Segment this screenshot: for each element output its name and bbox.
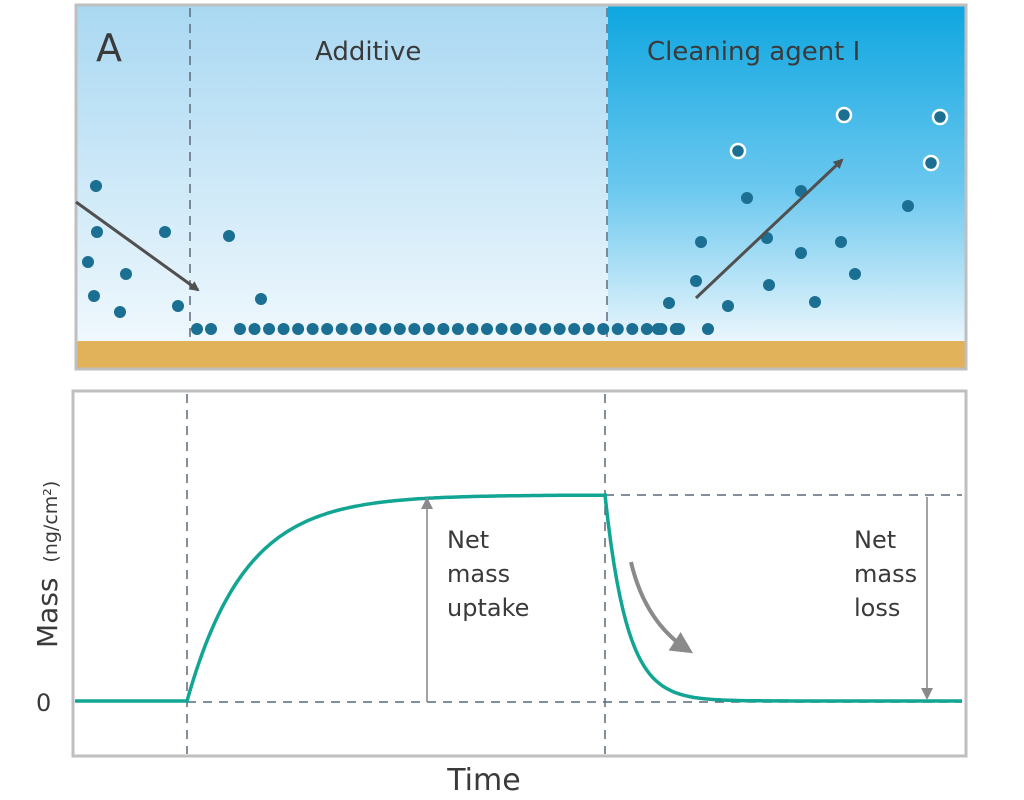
free-particle	[722, 300, 734, 312]
y-axis-unit: (ng/cm²)	[40, 481, 62, 563]
free-particle	[849, 268, 861, 280]
adsorbed-particle	[652, 323, 664, 335]
adsorbed-particle	[393, 323, 406, 335]
mass-trace	[75, 492, 962, 703]
stage-label-additive: Additive	[315, 37, 421, 67]
adsorbed-particle	[495, 323, 508, 335]
free-particle	[835, 236, 847, 248]
free-particle	[159, 226, 171, 238]
plot-frame	[71, 389, 968, 758]
annotation-net-mass-uptake: Net mass uptake	[447, 526, 529, 622]
free-particle	[91, 226, 103, 238]
svg-text:Mass (ng/cm²): Mass (ng/cm²)	[31, 481, 64, 648]
adsorbed-particle	[451, 323, 464, 335]
top-panel-border	[74, 3, 968, 371]
adsorbed-particle	[466, 323, 479, 335]
y-axis-label: Mass	[31, 578, 64, 649]
adsorbed-particle	[553, 323, 566, 335]
adsorbed-particle	[673, 323, 685, 335]
adsorbed-particle	[437, 323, 450, 335]
adsorbed-particle	[379, 323, 392, 335]
free-particle	[809, 296, 821, 308]
adsorbed-particle	[640, 323, 653, 335]
free-particle	[255, 293, 267, 305]
released-particle	[729, 142, 747, 160]
top-panel-cleaning-region	[608, 5, 966, 341]
free-particle	[690, 275, 702, 287]
adsorbed-particle	[702, 323, 714, 335]
released-particle	[931, 108, 949, 126]
adsorbed-particle	[306, 323, 319, 335]
free-particle	[663, 297, 675, 309]
free-particle	[90, 180, 102, 192]
free-particle	[223, 230, 235, 242]
adsorbed-particle	[408, 323, 421, 335]
adsorbed-particle	[292, 323, 305, 335]
adsorbed-particle	[422, 323, 435, 335]
panel-letter: A	[96, 26, 122, 70]
uptake-line-3: uptake	[447, 594, 529, 622]
adsorbed-particle	[568, 323, 581, 335]
adsorbed-particle	[510, 323, 523, 335]
loss-line-1: Net	[854, 526, 896, 554]
free-particle	[741, 192, 753, 204]
x-axis-label: Time	[446, 763, 520, 798]
adsorbed-particle	[321, 323, 334, 335]
adsorbed-particle	[611, 323, 624, 335]
decay-curve-arrow	[629, 561, 694, 654]
free-particle	[120, 268, 132, 280]
adsorbed-particle	[277, 323, 290, 335]
free-particle	[88, 290, 100, 302]
adsorbed-particle	[582, 323, 595, 335]
free-particle	[82, 256, 94, 268]
particles	[82, 106, 949, 335]
adsorbed-particle	[350, 323, 363, 335]
free-particle	[172, 300, 184, 312]
top-panel-sky	[76, 5, 608, 341]
bottom-panel: Net mass uptake Net mass loss Mass (ng/c…	[31, 389, 968, 798]
released-particle	[922, 154, 940, 172]
adsorbed-particle	[263, 323, 276, 335]
y-zero-tick-label: 0	[36, 689, 51, 717]
annotation-net-mass-loss: Net mass loss	[854, 526, 917, 622]
adsorbed-particle	[364, 323, 377, 335]
adsorption-arrow	[75, 200, 200, 292]
adsorbed-particle	[234, 323, 246, 335]
adsorbed-particle	[539, 323, 552, 335]
desorption-arrow	[694, 158, 844, 300]
released-particle	[835, 106, 853, 124]
y-axis-label-group: Mass (ng/cm²)	[31, 481, 64, 648]
loss-line-3: loss	[854, 594, 900, 622]
substrate	[76, 341, 966, 369]
adsorbed-particle	[524, 323, 537, 335]
adsorbed-particle	[248, 323, 261, 335]
adsorbed-particle	[205, 323, 217, 335]
uptake-line-2: mass	[447, 560, 510, 588]
free-particle	[114, 306, 126, 318]
adsorbed-particle	[481, 323, 494, 335]
adsorbed-particle	[191, 323, 203, 335]
free-particle	[763, 279, 775, 291]
top-panel: A Additive Cleaning agent I	[74, 3, 968, 371]
free-particle	[695, 236, 707, 248]
loss-line-2: mass	[854, 560, 917, 588]
free-particle	[795, 247, 807, 259]
stage-label-cleaning: Cleaning agent I	[647, 37, 860, 67]
adsorbed-particle	[597, 323, 610, 335]
uptake-line-1: Net	[447, 526, 489, 554]
adsorbed-particle	[335, 323, 348, 335]
adsorbed-particle	[626, 323, 639, 335]
free-particle	[902, 200, 914, 212]
